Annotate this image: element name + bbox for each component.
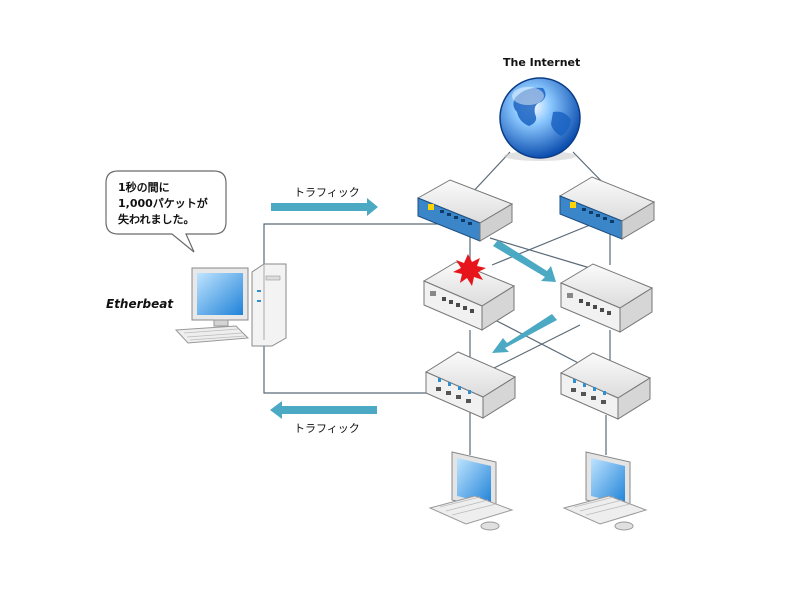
- monitor-icon: [428, 451, 514, 531]
- switch-icon: [424, 351, 517, 419]
- traffic-arrows: [270, 198, 557, 419]
- switch-icon: [422, 261, 516, 331]
- switch-icon: [559, 263, 654, 333]
- traffic-label-bottom: トラフィック: [294, 422, 360, 435]
- traffic-arrow-right: [271, 198, 378, 216]
- traffic-arrow-down-right: [493, 240, 556, 282]
- keyboard-icon: [174, 325, 250, 344]
- traffic-arrow-left: [270, 401, 377, 419]
- callout-line: 1秒の間に: [118, 181, 170, 194]
- callout-text: 1秒の間に 1,000パケットが 失われました。: [118, 180, 208, 228]
- callout-line: 失われました。: [118, 213, 195, 226]
- etherbeat-label: Etherbeat: [106, 297, 174, 311]
- burst-icon: [453, 254, 486, 286]
- callout-bubble: [105, 170, 227, 253]
- traffic-arrow-down-left: [492, 314, 557, 353]
- router-icon: [558, 176, 656, 240]
- internet-label: The Internet: [503, 56, 581, 69]
- monitor-icon: [562, 451, 648, 531]
- globe-icon: [499, 77, 581, 161]
- traffic-label-top: トラフィック: [294, 186, 360, 199]
- switch-icon: [559, 352, 652, 420]
- desktop-computer-icon: [174, 263, 287, 347]
- callout-line: 1,000パケットが: [118, 197, 208, 210]
- router-icon: [416, 179, 514, 242]
